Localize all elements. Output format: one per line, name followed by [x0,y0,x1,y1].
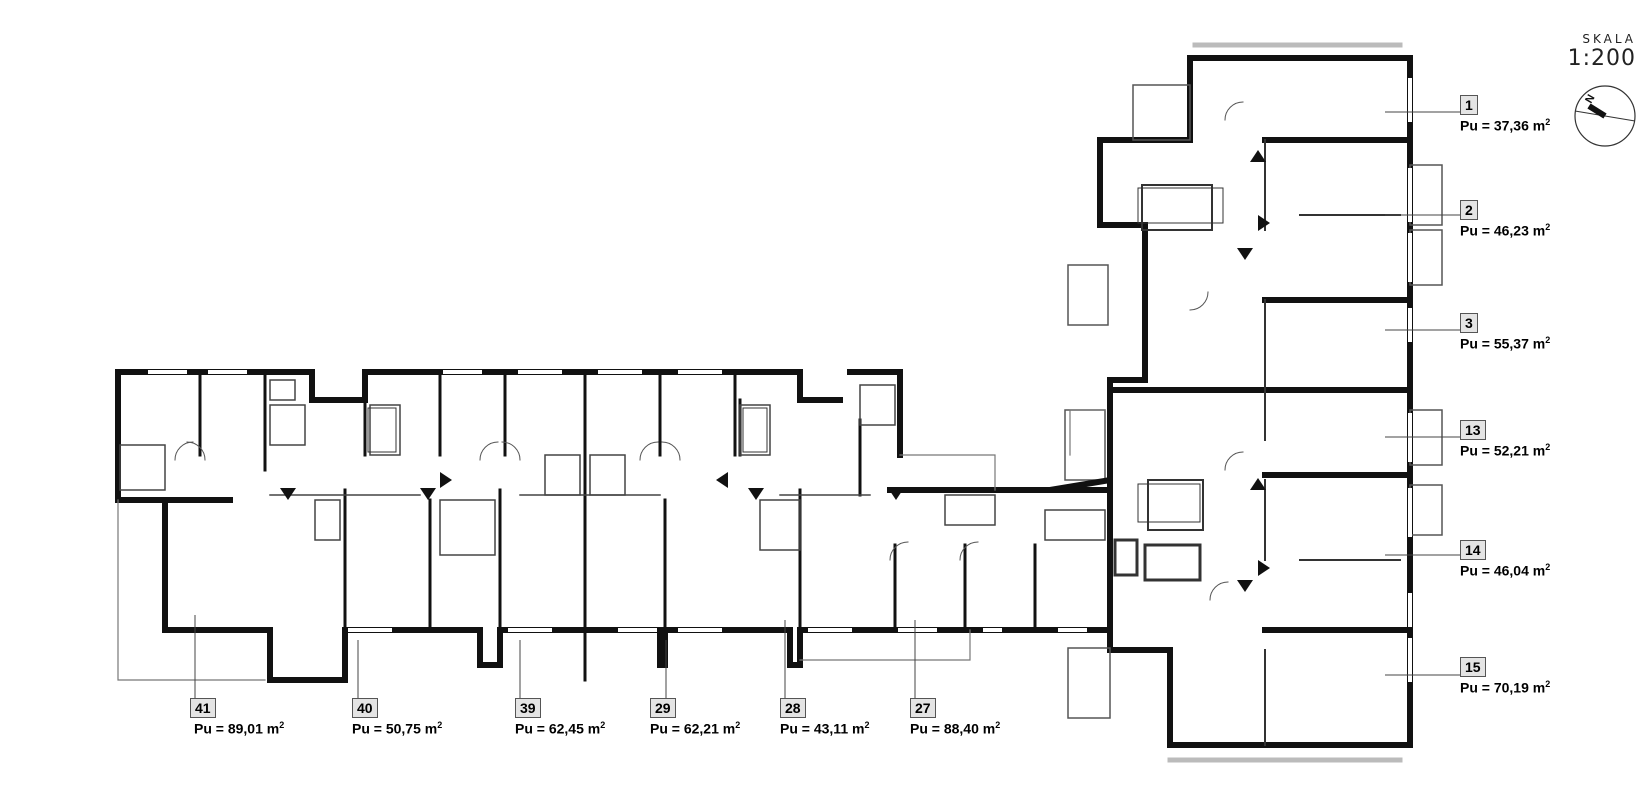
door-swings [174,101,1244,601]
unit-area: Pu = 37,36 m2 [1460,117,1551,134]
unit-tag[interactable]: 27 Pu = 88,40 m2 [910,698,1000,737]
unit-tag[interactable]: 2 Pu = 46,23 m2 [1460,200,1550,239]
unit-area: Pu = 55,37 m2 [1460,335,1551,352]
unit-area: Pu = 46,23 m2 [1460,222,1551,239]
unit-number: 39 [515,698,541,718]
entrance-arrows [280,150,1270,592]
unit-number: 27 [910,698,936,718]
unit-area: Pu = 52,21 m2 [1460,442,1551,459]
unit-number: 2 [1460,200,1478,220]
left-wing-fixtures [119,379,1106,556]
leader-lines [194,111,1460,700]
unit-tag[interactable]: 15 Pu = 70,19 m2 [1460,657,1550,696]
unit-area: Pu = 89,01 m2 [194,720,285,737]
scale-value: 1:200 [1567,46,1636,71]
left-wing-walls [115,369,1113,683]
unit-number: 3 [1460,313,1478,333]
unit-tag[interactable]: 29 Pu = 62,21 m2 [650,698,740,737]
unit-tag[interactable]: 14 Pu = 46,04 m2 [1460,540,1550,579]
terraces-left [117,409,1106,681]
staircases [367,187,1224,523]
unit-number: 41 [190,698,216,718]
unit-area: Pu = 50,75 m2 [352,720,443,737]
unit-tag[interactable]: 13 Pu = 52,21 m2 [1460,420,1550,459]
unit-tag[interactable]: 41 Pu = 89,01 m2 [190,698,284,737]
unit-area: Pu = 43,11 m2 [780,720,870,737]
unit-tag[interactable]: 28 Pu = 43,11 m2 [780,698,869,737]
unit-area: Pu = 46,04 m2 [1460,562,1551,579]
windows [148,78,1412,682]
unit-tag[interactable]: 40 Pu = 50,75 m2 [352,698,442,737]
compass-north-icon: N [1574,85,1636,147]
unit-number: 28 [780,698,806,718]
unit-area: Pu = 88,40 m2 [910,720,1001,737]
left-wing-partitions [198,370,1037,682]
unit-area: Pu = 62,45 m2 [515,720,606,737]
unit-number: 13 [1460,420,1486,440]
terrace-edges [1167,42,1403,763]
scale-label: SKALA [1582,32,1636,46]
unit-tag[interactable]: 39 Pu = 62,45 m2 [515,698,605,737]
unit-number: 1 [1460,95,1478,115]
unit-number: 40 [352,698,378,718]
unit-tag[interactable]: 3 Pu = 55,37 m2 [1460,313,1550,352]
unit-area: Pu = 62,21 m2 [650,720,741,737]
unit-area: Pu = 70,19 m2 [1460,679,1551,696]
unit-number: 14 [1460,540,1486,560]
right-block-partitions [1113,139,1401,746]
unit-number: 29 [650,698,676,718]
balconies-right [1064,84,1443,719]
unit-number: 15 [1460,657,1486,677]
unit-tag[interactable]: 1 Pu = 37,36 m2 [1460,95,1550,134]
